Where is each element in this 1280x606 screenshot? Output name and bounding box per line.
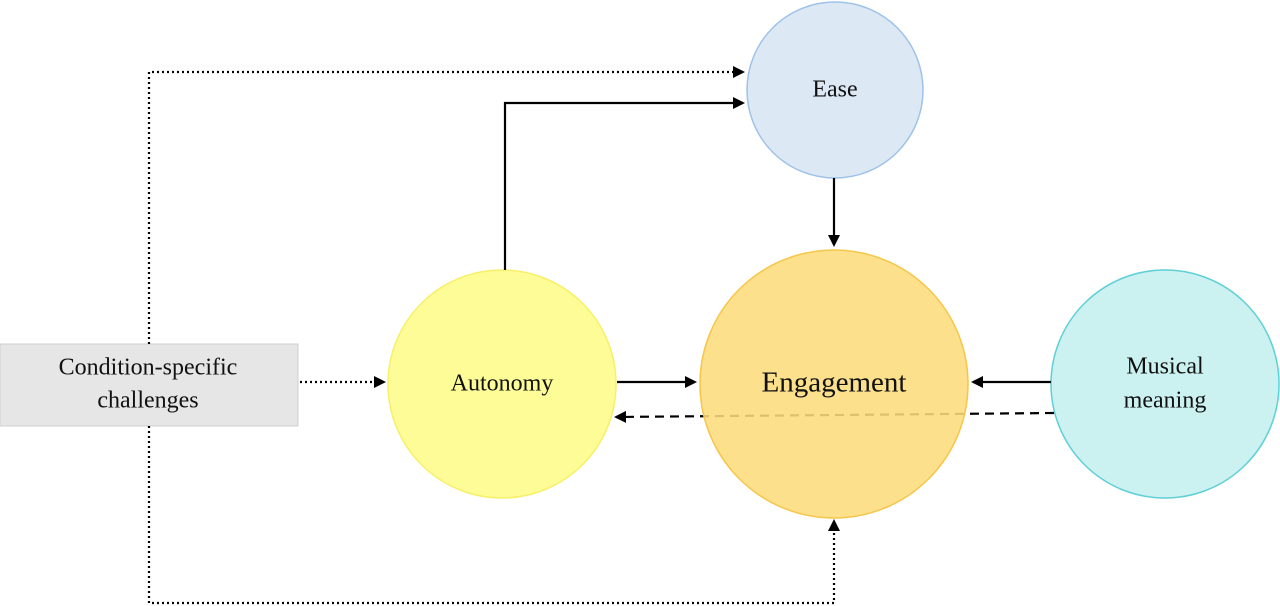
musical-meaning-circle — [1050, 269, 1280, 499]
ease-label: Ease — [812, 77, 857, 103]
edge-musical-to-autonomy — [614, 410, 1055, 423]
engagement-circle — [699, 249, 969, 519]
musical-meaning-label-line1: Musical — [1126, 354, 1204, 380]
autonomy-circle — [387, 269, 617, 499]
edge-condition-to-ease — [147, 66, 745, 344]
musical-meaning-label-line2: meaning — [1124, 388, 1207, 414]
edge-autonomy-to-ease — [503, 97, 745, 270]
condition-label-line2: challenges — [97, 388, 198, 414]
condition-label-line1: Condition-specific — [59, 355, 238, 381]
autonomy-label: Autonomy — [451, 371, 554, 397]
engagement-label: Engagement — [762, 367, 907, 399]
condition-specific-challenges-box — [0, 343, 299, 427]
